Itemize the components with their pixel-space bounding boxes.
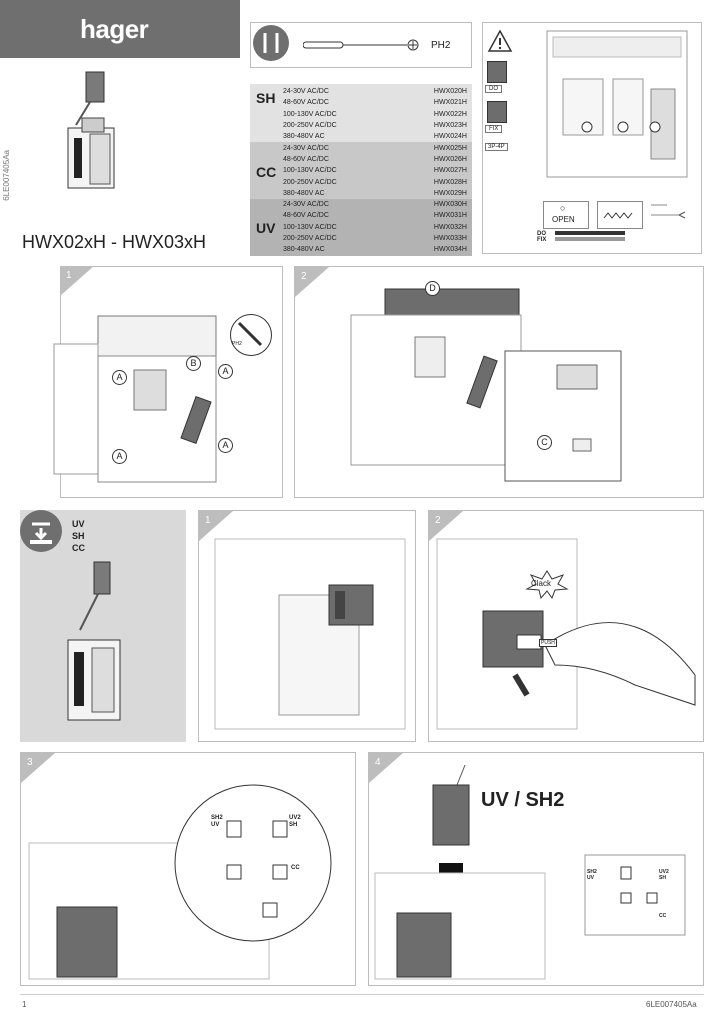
slot-labels-small-right: UV2 SH — [659, 869, 669, 881]
breaker-remove-module-diagram — [350, 288, 622, 482]
clack-burst: Clack — [525, 569, 569, 599]
label-sh: SH — [72, 531, 85, 541]
push-tag: PUSH — [539, 639, 557, 647]
slot-labels-left: SH2 UV — [211, 815, 223, 828]
page-title: HWX02xH - HWX03xH — [22, 232, 207, 252]
marker-d: D — [425, 281, 440, 296]
tool-label: PH2 — [431, 40, 451, 51]
slot-labels-small: SH2 UV — [587, 869, 597, 881]
label-uv: UV — [72, 519, 85, 529]
marker-c: C — [537, 435, 552, 450]
breaker-internal-diagram — [214, 538, 406, 730]
install-step-2: 2 Clack PUSH — [428, 510, 704, 742]
uv-sh2-heading: UV / SH2 — [481, 789, 565, 811]
group-code-uv: UV — [256, 220, 276, 236]
screwdriver-icon — [303, 39, 419, 51]
removal-step-2: 2 D C — [294, 266, 704, 498]
mark-fix: FIX — [537, 237, 547, 243]
legend-row: ○ OPEN — [543, 197, 693, 229]
page-number: 1 — [22, 1000, 27, 1009]
insert-module-diagram — [436, 538, 696, 730]
fix-icon — [487, 101, 507, 123]
brand-name: hager — [80, 14, 149, 44]
mark-do: DO — [537, 231, 546, 237]
brand-logo: hager — [0, 0, 240, 58]
ph2-screwdriver-callout: PH2 — [230, 314, 272, 356]
mark-bar-fix — [555, 237, 625, 241]
marks-legend: DO FIX — [537, 231, 546, 243]
step-number: 2 — [295, 267, 329, 297]
breaker-remove-cover-diagram — [53, 315, 217, 483]
spring-legend — [597, 201, 643, 229]
removal-step-1: 1 A A A A B PH2 — [20, 266, 283, 498]
marker-a: A — [112, 449, 127, 464]
slot-label-cc-small: CC — [659, 913, 667, 919]
side-doc-ref: 6LE007405Aa — [2, 150, 11, 201]
footer-divider — [20, 994, 704, 995]
circle-icon: ○ — [560, 203, 566, 213]
tag-do: DO — [485, 85, 502, 93]
install-kit-panel: UV SH CC — [20, 510, 186, 742]
label-cc: CC — [72, 543, 85, 553]
tag-3p-4p: 3P-4P — [485, 143, 508, 151]
marker-b: B — [186, 356, 201, 371]
marker-a: A — [218, 364, 233, 379]
open-label: OPEN — [552, 215, 575, 224]
clack-text: Clack — [531, 579, 552, 588]
tag-fix: FIX — [485, 125, 503, 133]
kit-labels: UV SH CC — [72, 518, 85, 554]
ph2-tag: PH2 — [232, 341, 242, 347]
step-number: 3 — [21, 753, 55, 783]
warning-panel: DO FIX 3P-4P ○ OPEN DO FIX — [482, 22, 702, 254]
product-illustration — [67, 71, 115, 189]
install-step-3: 3 SH2 UV UV2 SH CC — [20, 752, 356, 986]
group-code-cc: CC — [256, 164, 277, 180]
warning-icon — [487, 29, 513, 52]
tool-panel: PH2 — [250, 22, 472, 68]
install-step-4: 4 UV / SH2 SH2 UV UV2 SH CC — [368, 752, 704, 986]
open-legend: ○ OPEN — [543, 201, 589, 229]
install-icon — [20, 510, 62, 552]
marker-a: A — [112, 370, 127, 385]
module-illustration — [67, 561, 121, 721]
connector-legend — [651, 204, 686, 219]
insert-uv-sh2-diagram — [374, 764, 686, 980]
install-step-1: 1 — [198, 510, 416, 742]
slot-label-cc: CC — [291, 865, 300, 871]
tools-icon — [253, 25, 289, 61]
slot-positions-diagram — [28, 784, 332, 980]
do-icon — [487, 61, 507, 83]
footer-doc-ref: 6LE007405Aa — [646, 1000, 697, 1009]
group-code-sh: SH — [256, 90, 276, 106]
marker-a: A — [218, 438, 233, 453]
slot-labels-right: UV2 SH — [289, 815, 301, 828]
breaker-front-diagram — [546, 30, 688, 178]
mark-bar-do — [555, 231, 625, 235]
